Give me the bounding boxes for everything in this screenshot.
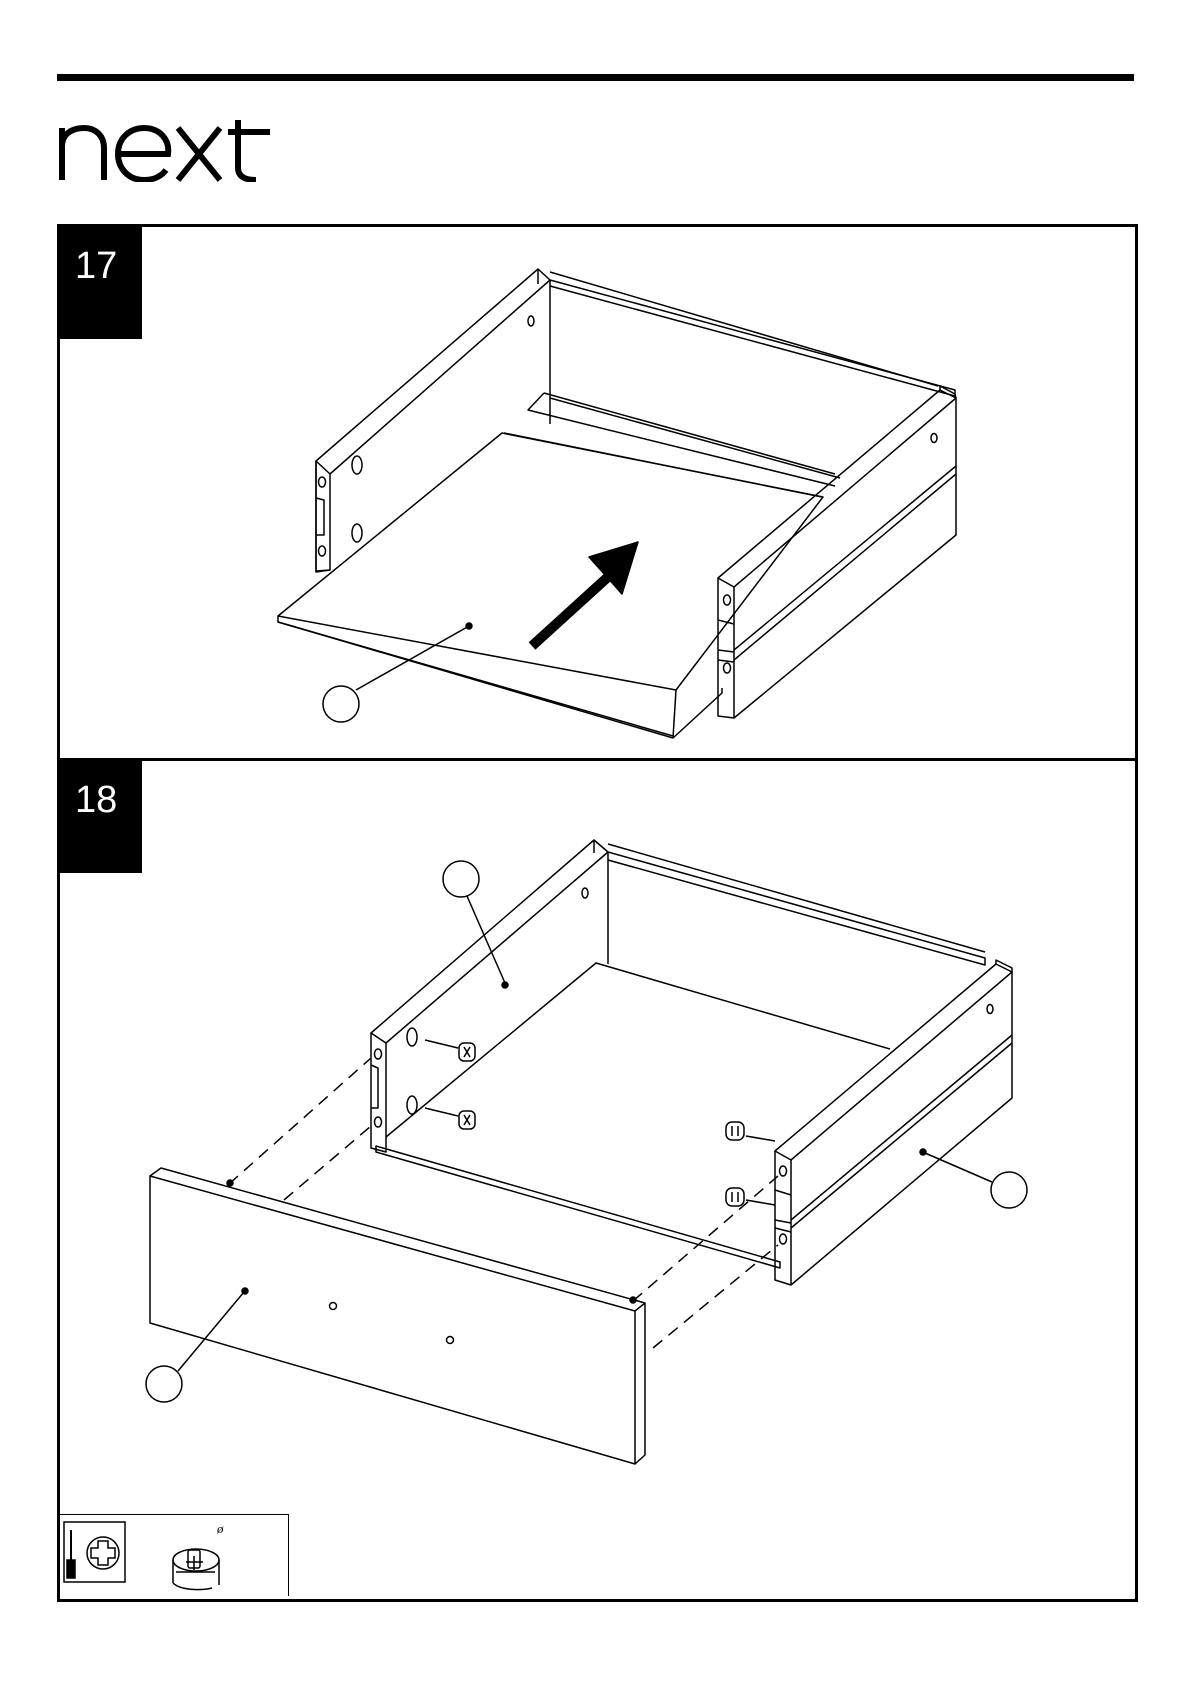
screwdriver-icon	[64, 1522, 125, 1582]
diameter-symbol: ø	[217, 1521, 224, 1537]
cam-lock-icon	[173, 1549, 219, 1590]
